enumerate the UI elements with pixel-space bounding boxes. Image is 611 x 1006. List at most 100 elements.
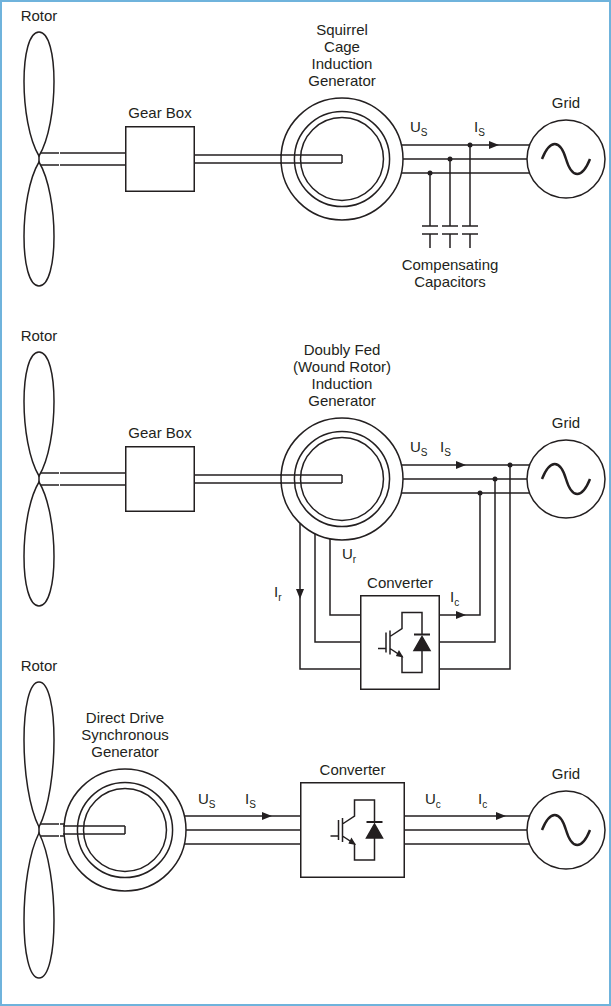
current-arrows bbox=[262, 141, 506, 820]
drive-shaft bbox=[60, 153, 125, 165]
signal-label: Ic bbox=[478, 790, 487, 810]
gearbox-box: Gear Box bbox=[125, 126, 195, 192]
wire-path bbox=[60, 153, 125, 165]
conv-shape bbox=[300, 782, 405, 878]
subscript: c bbox=[436, 799, 441, 810]
rotor-blade bbox=[24, 32, 54, 156]
stator-ring bbox=[64, 769, 186, 891]
symbol-letter: I bbox=[474, 118, 478, 135]
symbol-letter: I bbox=[440, 438, 444, 455]
grid-node: Grid bbox=[526, 119, 606, 199]
grid-shape bbox=[526, 790, 606, 870]
grid-node: Grid bbox=[526, 439, 606, 519]
symbol-letter: I bbox=[245, 790, 249, 807]
shaft-fill bbox=[195, 155, 281, 163]
igbt-leads bbox=[378, 613, 422, 673]
prop-shape bbox=[18, 350, 60, 608]
subscript: r bbox=[278, 592, 281, 603]
subscript: c bbox=[482, 799, 487, 810]
igbt-diode-symbol bbox=[331, 800, 383, 860]
rotor-node: Rotor bbox=[18, 350, 60, 608]
node-heading: Converter bbox=[303, 761, 403, 778]
subscript: S bbox=[209, 799, 216, 810]
three-phase-line bbox=[300, 523, 360, 669]
node-heading: Gear Box bbox=[115, 424, 205, 441]
node-heading: Grid bbox=[536, 765, 596, 782]
signal-label: Ur bbox=[342, 545, 356, 565]
rotor-node: Rotor bbox=[18, 30, 60, 288]
diode-triangle bbox=[414, 637, 430, 651]
conv-shape bbox=[360, 595, 440, 690]
subscript: r bbox=[353, 554, 356, 565]
grid-circle bbox=[527, 120, 605, 198]
emitter-arrow bbox=[350, 839, 355, 844]
node-heading: Direct Drive Synchronous Generator bbox=[73, 709, 178, 760]
node-heading: Grid bbox=[536, 414, 596, 431]
igbt-leads bbox=[331, 800, 375, 860]
wire-path bbox=[195, 475, 281, 483]
rotor-blade bbox=[24, 352, 54, 476]
shaft-fill bbox=[60, 473, 125, 485]
stator-ring bbox=[281, 418, 403, 540]
subscript: S bbox=[421, 127, 428, 138]
wire-path bbox=[401, 145, 529, 173]
three-phase-line bbox=[184, 816, 300, 844]
grid-node: Grid bbox=[526, 790, 606, 870]
subscript: S bbox=[444, 447, 451, 458]
grid-circle bbox=[527, 791, 605, 869]
symbol-letter: I bbox=[450, 588, 454, 605]
subscript: S bbox=[478, 127, 485, 138]
converter-box: Converter bbox=[300, 782, 405, 878]
grid-shape bbox=[526, 119, 606, 199]
gearbox-outline bbox=[126, 127, 195, 192]
shaft-fill bbox=[195, 475, 281, 483]
shaft-stub bbox=[39, 153, 59, 165]
three-phase-line bbox=[440, 465, 510, 669]
diode-triangle bbox=[367, 824, 383, 838]
signal-label: Ic bbox=[450, 588, 459, 608]
node-heading: Grid bbox=[536, 94, 596, 111]
shaft-stub bbox=[280, 475, 342, 483]
node-heading: Squirrel Cage Induction Generator bbox=[300, 21, 385, 89]
capacitor-symbol bbox=[422, 173, 438, 248]
drive-shaft bbox=[195, 155, 281, 163]
wire-path bbox=[60, 473, 125, 485]
note-label: Compensating Capacitors bbox=[390, 256, 510, 290]
gearbox-outline bbox=[126, 447, 195, 512]
rotor-blade bbox=[24, 482, 54, 606]
rect-shape bbox=[125, 446, 195, 512]
node-heading: Rotor bbox=[9, 657, 69, 674]
three-phase-line bbox=[401, 145, 529, 173]
prop-shape bbox=[18, 680, 60, 980]
signal-label: Uc bbox=[425, 790, 441, 810]
signal-label: Ir bbox=[274, 583, 282, 603]
signal-label: US bbox=[410, 118, 428, 138]
junction-dots bbox=[428, 143, 513, 496]
gen-shape bbox=[63, 768, 187, 892]
symbol-letter: U bbox=[198, 790, 209, 807]
gearbox-box: Gear Box bbox=[125, 446, 195, 512]
stator-ring bbox=[281, 98, 403, 220]
symbol-letter: U bbox=[342, 545, 353, 562]
grid-circle bbox=[527, 440, 605, 518]
shaft-stub bbox=[39, 824, 59, 836]
igbt-diode-symbol bbox=[378, 613, 430, 673]
diode-bar bbox=[367, 821, 383, 823]
generator-node: Squirrel Cage Induction Generator bbox=[280, 97, 404, 221]
generator-node: Doubly Fed (Wound Rotor) Induction Gener… bbox=[280, 417, 404, 541]
ac-symbol bbox=[542, 144, 590, 174]
wire-path bbox=[405, 816, 530, 844]
rotor-blade bbox=[24, 833, 54, 978]
ac-symbol bbox=[542, 464, 590, 494]
rect-shape bbox=[125, 126, 195, 192]
shaft-stub bbox=[63, 826, 125, 834]
wire-path bbox=[195, 155, 281, 163]
wire-path bbox=[440, 465, 510, 669]
diode-bar bbox=[414, 634, 430, 636]
drive-shaft bbox=[60, 473, 125, 485]
wire-path bbox=[184, 816, 300, 844]
node-heading: Converter bbox=[350, 574, 450, 591]
symbol-letter: U bbox=[410, 118, 421, 135]
ac-symbol bbox=[542, 815, 590, 845]
subscript: S bbox=[249, 799, 256, 810]
